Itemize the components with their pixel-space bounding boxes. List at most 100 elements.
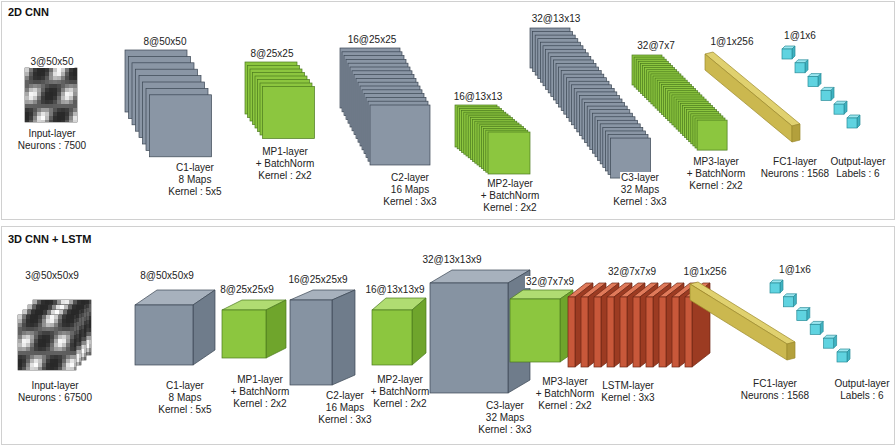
box-side	[780, 280, 783, 293]
image-pixel	[89, 340, 91, 344]
image-pixel	[46, 347, 50, 351]
image-pixel	[63, 310, 67, 314]
layer-shape	[290, 290, 355, 385]
image-pixel	[38, 359, 42, 363]
image-pixel	[69, 72, 73, 76]
image-pixel	[61, 120, 65, 122]
image-pixel	[34, 339, 38, 343]
image-pixel	[50, 359, 54, 363]
layer-caption: Labels : 6	[839, 390, 884, 402]
image-pixel	[74, 339, 76, 343]
image-pixel	[58, 331, 62, 335]
image-pixel	[34, 355, 38, 359]
image-pixel	[61, 104, 65, 108]
image-pixel	[54, 319, 58, 323]
layer-shape-group	[705, 52, 800, 142]
image-pixel	[89, 300, 91, 304]
image-pixel	[66, 331, 70, 335]
image-pixel	[74, 367, 76, 370]
layer-caption: C1-layer	[175, 162, 215, 174]
image-pixel	[42, 323, 46, 327]
image-pixel	[74, 355, 76, 359]
image-pixel	[45, 88, 49, 92]
layer-shape	[530, 28, 651, 178]
box-front	[581, 297, 588, 367]
image-pixel	[57, 68, 61, 72]
image-pixel	[53, 104, 57, 108]
image-pixel	[33, 104, 37, 108]
image-pixel	[57, 92, 61, 96]
image-pixel	[69, 100, 73, 104]
image-pixel	[49, 300, 53, 304]
image-pixel	[26, 363, 30, 367]
box-side	[412, 298, 426, 365]
image-pixel	[38, 363, 42, 367]
image-pixel	[29, 80, 33, 84]
image-pixel	[74, 327, 76, 331]
image-pixel	[70, 315, 74, 319]
dimension-label: 32@7x7x9	[525, 276, 575, 288]
image-pixel	[34, 343, 38, 347]
image-pixel	[54, 335, 58, 339]
layer-caption: Neurons : 67500	[17, 392, 93, 404]
image-pixel	[53, 100, 57, 104]
image-pixel	[49, 88, 53, 92]
image-pixel	[18, 367, 22, 370]
layer-shape-group	[455, 105, 530, 174]
image-pixel	[46, 363, 50, 367]
image-pixel	[79, 322, 81, 326]
image-pixel	[37, 104, 41, 108]
image-pixel	[50, 323, 54, 327]
image-pixel	[30, 367, 34, 370]
bar-side	[690, 284, 787, 360]
image-pixel	[25, 116, 29, 120]
image-pixel	[33, 72, 37, 76]
layer-block: 3@50x50Input-layerNeurons : 7500	[25, 68, 77, 122]
image-pixel	[65, 100, 69, 104]
image-pixel	[65, 112, 69, 116]
image-pixel	[41, 108, 45, 112]
image-pixel	[58, 343, 62, 347]
image-pixel	[42, 359, 46, 363]
image-pixel	[81, 300, 85, 304]
image-pixel	[62, 359, 66, 363]
layer-caption: Kernel : 2x2	[372, 398, 427, 410]
image-pixel	[53, 80, 57, 84]
image-pixel	[66, 335, 70, 339]
layer-caption: Kernel : 2x2	[257, 170, 312, 182]
image-pixel	[69, 84, 73, 88]
image-pixel	[41, 76, 45, 80]
image-pixel	[34, 315, 38, 319]
image-pixel	[84, 309, 86, 313]
image-pixel	[37, 300, 41, 304]
image-pixel	[62, 315, 66, 319]
layer-shape	[340, 48, 430, 165]
box-front	[824, 338, 834, 348]
image-pixel	[66, 315, 70, 319]
image-pixel	[49, 68, 53, 72]
box-front	[783, 297, 793, 307]
image-pixel	[50, 363, 54, 367]
image-pixel	[79, 342, 81, 346]
layer-caption: 32 Maps	[620, 184, 660, 196]
layer-block: 3@50x50x9Input-layerNeurons : 67500	[18, 300, 91, 370]
layer-caption: MP2-layer	[486, 178, 534, 190]
image-pixel	[38, 327, 42, 331]
dimension-label: 16@25x25x9	[287, 274, 348, 286]
image-pixel	[42, 331, 46, 335]
image-pixel	[77, 300, 81, 304]
image-pixel	[49, 104, 53, 108]
image-pixel	[89, 312, 91, 316]
image-pixel	[84, 329, 86, 333]
layer-block: 1@1x256FC1-layerNeurons : 1568	[705, 52, 800, 142]
image-pixel	[30, 323, 34, 327]
layer-shape	[222, 300, 286, 358]
image-pixel	[74, 331, 76, 335]
image-pixel	[41, 116, 45, 120]
image-pixel	[29, 104, 33, 108]
image-pixel	[29, 100, 33, 104]
image-pixel	[84, 357, 86, 360]
image-pixel	[49, 96, 53, 100]
image-pixel	[29, 96, 33, 100]
